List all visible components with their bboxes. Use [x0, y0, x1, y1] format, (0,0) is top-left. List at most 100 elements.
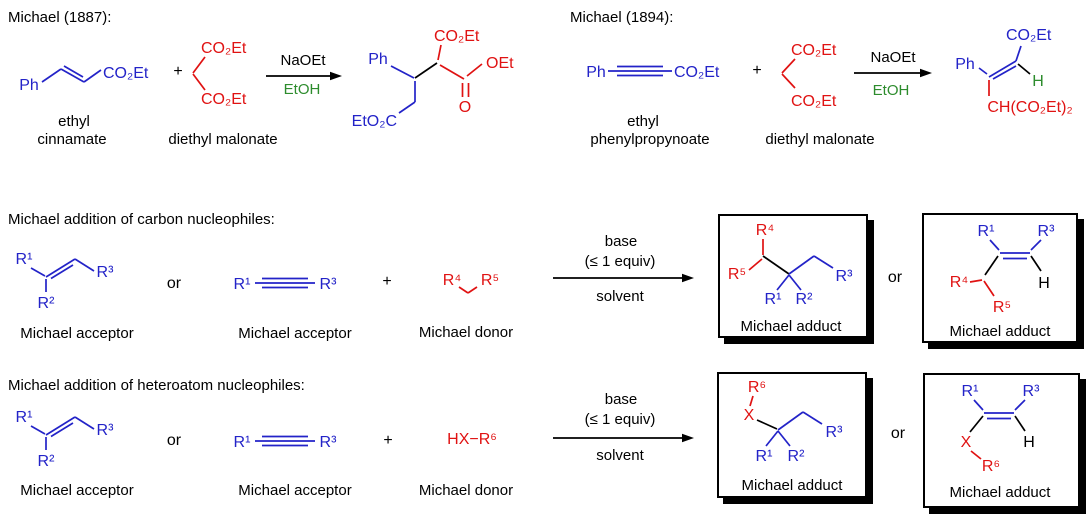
double-bond-line	[992, 65, 1017, 80]
r1-label: R¹	[234, 276, 251, 293]
r1-label: R¹	[978, 223, 995, 240]
double-bond-line	[60, 68, 85, 83]
carbon-scheme-heading: Michael addition of carbon nucleophiles:	[8, 211, 275, 228]
condition-line3: solvent	[596, 288, 644, 305]
adduct-label: Michael adduct	[742, 477, 844, 494]
bond	[765, 430, 779, 447]
r3-label: R³	[97, 264, 115, 281]
bond	[978, 67, 988, 75]
double-bond-line	[988, 60, 1017, 78]
bond	[192, 56, 206, 74]
carbonyl-o-label: O	[459, 99, 471, 116]
bond	[83, 69, 102, 83]
bond	[1017, 63, 1031, 75]
acceptor-label: Michael acceptor	[20, 482, 134, 499]
r2-label: R²	[38, 453, 56, 470]
double-bond-line	[45, 258, 76, 278]
bond	[390, 65, 415, 79]
general-arrow-hetero: base (≤ 1 equiv) solvent	[553, 391, 694, 464]
carbon-adduct2-structure: R¹ R³ R⁴ R⁵ H Michael adduct	[950, 223, 1056, 340]
r1-label: R¹	[234, 434, 251, 451]
ester-label: CO₂Et	[1006, 27, 1052, 44]
new-bond	[414, 62, 438, 79]
donor-label: Michael donor	[418, 482, 514, 499]
bond	[781, 58, 796, 74]
r3-label: R³	[836, 268, 854, 285]
ethyl-phenylpropynoate-structure: Ph CO₂Et	[586, 64, 720, 81]
new-bond	[762, 255, 790, 275]
bond	[970, 450, 982, 460]
double-bond-line	[45, 416, 76, 436]
michael-adduct-box: R¹ R³ X H R⁶ Michael adduct	[923, 373, 1080, 508]
vinyl-h-label: H	[1032, 73, 1044, 90]
bond	[748, 258, 763, 271]
new-bond	[969, 415, 984, 433]
bond	[788, 274, 802, 291]
alkene-acceptor-structure: R¹ R² R³	[16, 409, 115, 470]
bond	[1014, 415, 1026, 432]
r6-label: R⁶	[748, 379, 766, 396]
bond	[1030, 255, 1042, 272]
double-bond-line	[50, 422, 74, 438]
bond	[437, 44, 442, 61]
bond	[74, 416, 95, 430]
bond	[30, 267, 46, 277]
bond	[788, 255, 815, 275]
r3-label: R³	[826, 424, 844, 441]
r3-label: R³	[1038, 223, 1056, 240]
condition-above: NaOEt	[280, 52, 326, 69]
carbon-adduct1-structure: R⁴ R⁵ R¹ R² R³ Michael adduct	[728, 222, 854, 335]
alkyne-acceptor-structure: R¹ R³	[234, 434, 338, 451]
reaction-1894-title: Michael (1894):	[570, 9, 674, 26]
alkyne-acceptor-structure: R¹ R³	[234, 276, 338, 293]
ph-label: Ph	[955, 56, 975, 73]
ester-label: CO₂Et	[201, 40, 247, 57]
vinyl-h-label: H	[1038, 275, 1050, 292]
adduct-1887-structure: Ph CO₂Et O OEt EtO₂C	[352, 28, 514, 130]
condition-line1: base	[605, 391, 638, 408]
michael-adduct-box: R¹ R³ R⁴ R⁵ H Michael adduct	[922, 213, 1078, 343]
bond	[398, 101, 416, 114]
acceptor-label: Michael acceptor	[238, 482, 352, 499]
arrowhead	[682, 433, 694, 443]
ester-label: CO₂Et	[434, 28, 480, 45]
bond	[467, 286, 478, 294]
plus-sign: +	[382, 273, 392, 290]
bond	[813, 255, 834, 269]
r5-label: R⁵	[728, 266, 746, 283]
arrowhead	[330, 71, 342, 81]
cinnamate-name-line1: ethyl	[58, 113, 90, 130]
bond	[439, 64, 465, 80]
r2-label: R²	[38, 295, 56, 312]
condition-line3: solvent	[596, 447, 644, 464]
ph-label: Ph	[19, 77, 39, 94]
oet-label: OEt	[486, 55, 514, 72]
ester-label: CO₂Et	[791, 42, 837, 59]
plus-sign: +	[383, 432, 393, 449]
bond	[466, 63, 483, 77]
or-text: or	[166, 275, 182, 292]
r2-label: R²	[788, 448, 806, 465]
bond	[969, 279, 983, 283]
bond	[41, 68, 62, 83]
bond	[973, 399, 984, 411]
ester-label: EtO₂C	[352, 113, 397, 130]
arrowhead	[682, 273, 694, 283]
arrowhead	[920, 68, 932, 78]
bond	[777, 411, 804, 431]
adduct-label: Michael adduct	[950, 323, 1052, 340]
bond	[989, 239, 1000, 251]
r3-label: R³	[320, 276, 338, 293]
reaction-1887-title: Michael (1887):	[8, 9, 112, 26]
ph-label: Ph	[586, 64, 606, 81]
malonyl-label: CH(CO₂Et)₂	[987, 99, 1072, 116]
x-label: X	[744, 407, 755, 424]
acceptor-label: Michael acceptor	[238, 325, 352, 342]
double-bond-line	[63, 65, 84, 78]
r5-label: R⁵	[481, 272, 499, 289]
r1-label: R¹	[16, 251, 33, 268]
r3-label: R³	[97, 422, 115, 439]
bond	[781, 73, 796, 89]
r6-label: R⁶	[982, 458, 1000, 475]
r3-label: R³	[1023, 383, 1041, 400]
